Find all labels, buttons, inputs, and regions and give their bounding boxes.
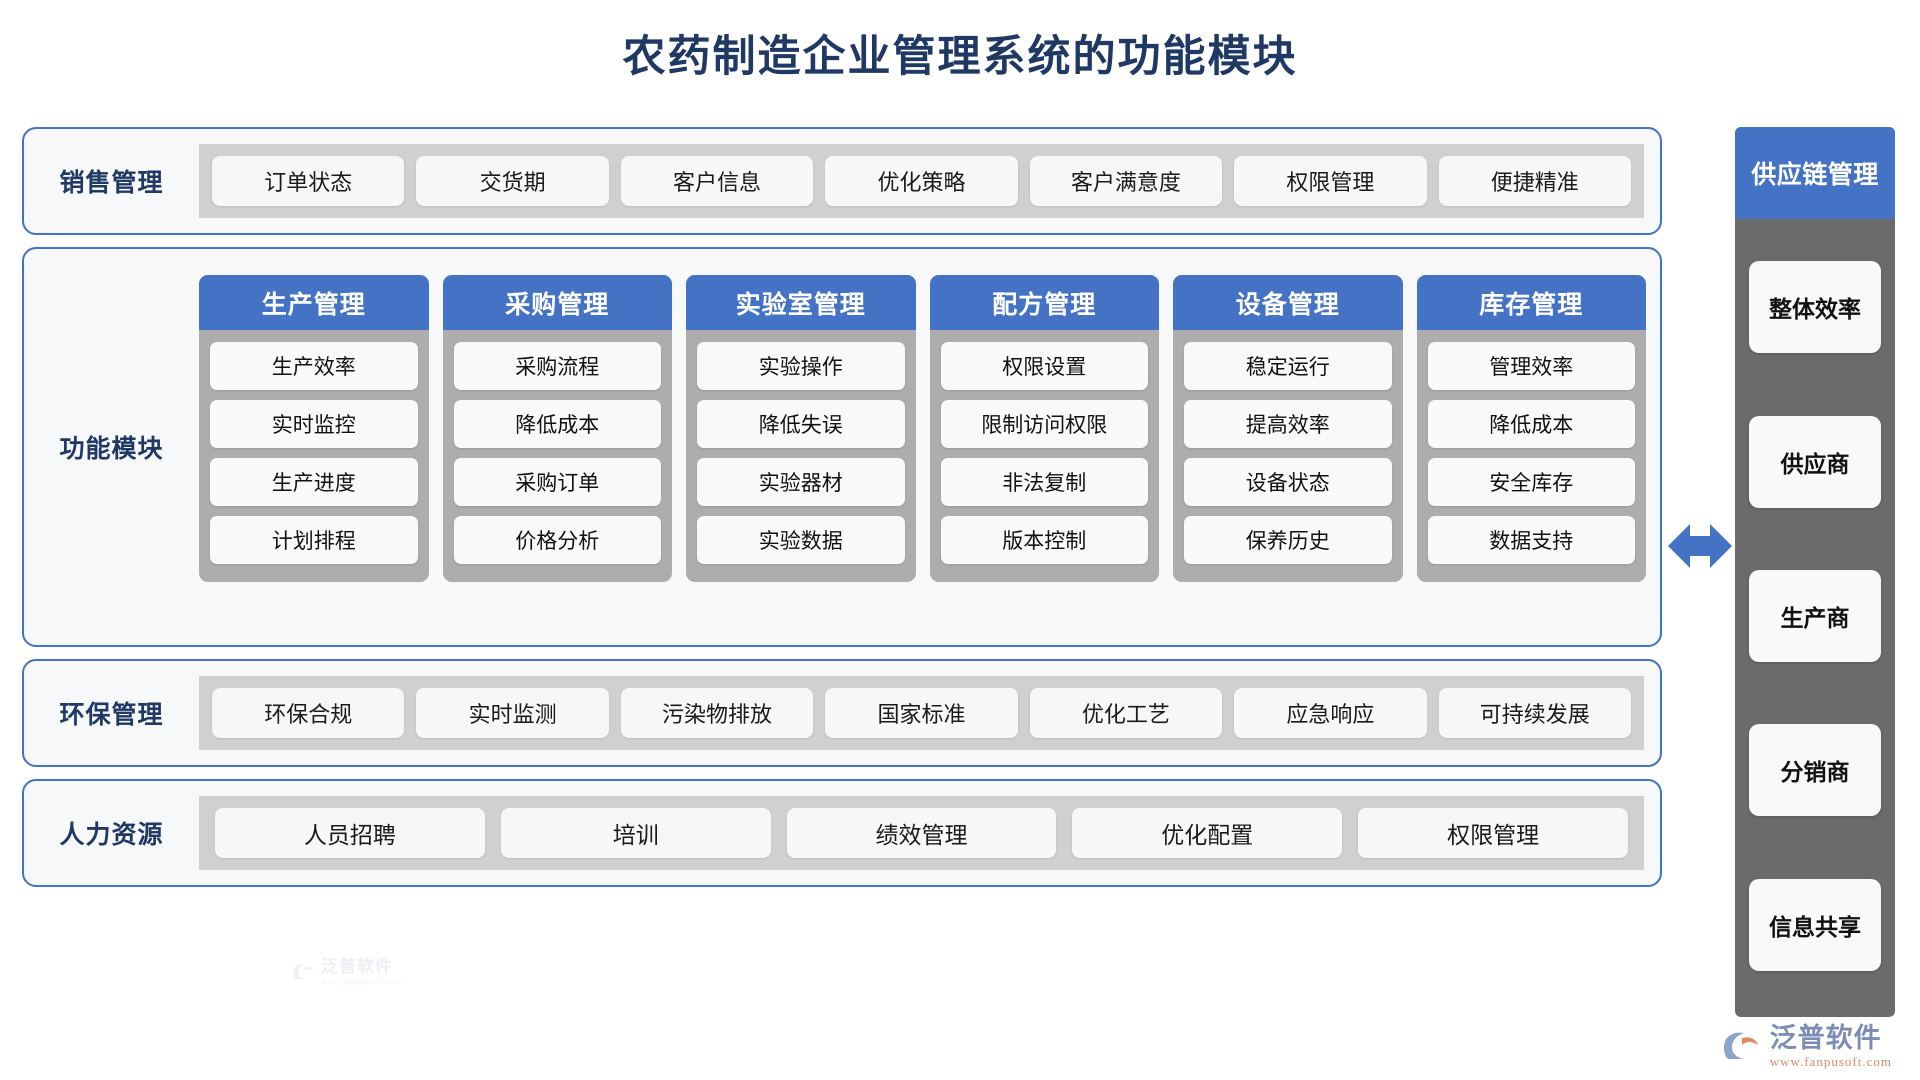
band-function-modules: 功能模块 生产管理 生产效率 实时监控 生产进度 计划排程 采购管理 采购流程 <box>22 247 1662 647</box>
supply-chain-item[interactable]: 整体效率 <box>1749 261 1881 354</box>
page-title: 农药制造企业管理系统的功能模块 <box>622 34 1298 81</box>
band-label-hr: 人力资源 <box>59 822 164 849</box>
environment-item[interactable]: 优化工艺 <box>1029 688 1223 738</box>
environment-item[interactable]: 环保合规 <box>212 688 405 738</box>
module-item[interactable]: 保养历史 <box>1184 516 1392 564</box>
supply-chain-column: 供应链管理 整体效率 供应商 生产商 分销商 信息共享 <box>1735 127 1895 1017</box>
module-header[interactable]: 采购管理 <box>442 275 672 330</box>
module-item[interactable]: 数据支持 <box>1427 516 1635 564</box>
fanpu-logo-icon <box>1722 1030 1762 1064</box>
watermark-text-wrap: 泛普软件 www.fanpusoft.com <box>321 958 403 986</box>
module-header[interactable]: 库存管理 <box>1416 275 1646 330</box>
module-column-laboratory: 实验室管理 实验操作 降低失误 实验器材 实验数据 <box>686 275 916 582</box>
module-columns-area: 生产管理 生产效率 实时监控 生产进度 计划排程 采购管理 采购流程 降低成本 … <box>199 249 1660 645</box>
module-item-list: 采购流程 降低成本 采购订单 价格分析 <box>443 330 673 582</box>
module-item[interactable]: 提高效率 <box>1184 400 1392 448</box>
module-item[interactable]: 生产进度 <box>210 458 418 506</box>
module-item[interactable]: 降低成本 <box>453 400 661 448</box>
sales-item[interactable]: 便捷精准 <box>1438 156 1631 206</box>
band-human-resources: 人力资源 人员招聘 培训 绩效管理 优化配置 权限管理 <box>22 779 1662 887</box>
watermark-logo-url: www.fanpusoft.com <box>321 977 403 986</box>
supply-chain-item[interactable]: 信息共享 <box>1749 878 1881 971</box>
sales-item[interactable]: 优化策略 <box>825 156 1018 206</box>
sales-item[interactable]: 交货期 <box>416 156 609 206</box>
environment-items-strip: 环保合规 实时监测 污染物排放 国家标准 优化工艺 应急响应 可持续发展 <box>199 676 1644 750</box>
main-diagram-column: 销售管理 订单状态 交货期 客户信息 优化策略 客户满意度 权限管理 便捷精准 … <box>22 127 1662 1017</box>
module-item[interactable]: 实验操作 <box>697 342 905 390</box>
module-item[interactable]: 生产效率 <box>210 342 418 390</box>
hr-item[interactable]: 培训 <box>500 808 771 858</box>
module-item[interactable]: 实验数据 <box>697 516 905 564</box>
band-sales-management: 销售管理 订单状态 交货期 客户信息 优化策略 客户满意度 权限管理 便捷精准 <box>22 127 1662 235</box>
band-label-function-modules: 功能模块 <box>59 436 164 463</box>
fanpu-logo-icon <box>292 962 316 982</box>
module-column-procurement: 采购管理 采购流程 降低成本 采购订单 价格分析 <box>442 275 673 582</box>
watermark-logo-name: 泛普软件 <box>321 957 393 976</box>
module-item[interactable]: 采购流程 <box>453 342 661 390</box>
module-item[interactable]: 非法复制 <box>940 458 1148 506</box>
band-label-environment: 环保管理 <box>59 702 164 729</box>
footer-logo-text-wrap: 泛普软件 www.fanpusoft.com <box>1769 1023 1892 1069</box>
band-environmental-management: 环保管理 环保合规 实时监测 污染物排放 国家标准 优化工艺 应急响应 可持续发… <box>22 659 1662 767</box>
module-column-inventory: 库存管理 管理效率 降低成本 安全库存 数据支持 <box>1416 275 1647 582</box>
supply-chain-item[interactable]: 供应商 <box>1749 415 1881 508</box>
supply-chain-item[interactable]: 生产商 <box>1749 569 1881 662</box>
environment-item[interactable]: 污染物排放 <box>620 688 814 738</box>
footer-logo: 泛普软件 www.fanpusoft.com <box>1722 1025 1892 1068</box>
watermark-logo: 泛普软件 www.fanpusoft.com <box>292 958 403 986</box>
module-item[interactable]: 版本控制 <box>940 516 1148 564</box>
module-item[interactable]: 安全库存 <box>1427 458 1635 506</box>
environment-item[interactable]: 实时监测 <box>416 688 609 738</box>
hr-item[interactable]: 优化配置 <box>1072 808 1343 858</box>
module-header[interactable]: 配方管理 <box>929 275 1159 330</box>
module-item-list: 实验操作 降低失误 实验器材 实验数据 <box>686 330 916 582</box>
sales-item[interactable]: 客户满意度 <box>1029 156 1223 206</box>
module-item[interactable]: 降低失误 <box>697 400 905 448</box>
band-label-sales: 销售管理 <box>59 170 164 197</box>
double-arrow-horizontal-icon <box>1668 518 1732 574</box>
module-item-list: 权限设置 限制访问权限 非法复制 版本控制 <box>930 330 1160 582</box>
sales-items-strip: 订单状态 交货期 客户信息 优化策略 客户满意度 权限管理 便捷精准 <box>199 144 1644 218</box>
module-item[interactable]: 限制访问权限 <box>940 400 1148 448</box>
module-item[interactable]: 实时监控 <box>210 400 418 448</box>
module-header[interactable]: 实验室管理 <box>686 275 916 330</box>
sales-item[interactable]: 权限管理 <box>1234 156 1427 206</box>
module-item[interactable]: 采购订单 <box>453 458 661 506</box>
module-item-list: 管理效率 降低成本 安全库存 数据支持 <box>1417 330 1647 582</box>
module-item[interactable]: 管理效率 <box>1427 342 1635 390</box>
supply-chain-header[interactable]: 供应链管理 <box>1735 127 1895 219</box>
hr-items-strip: 人员招聘 培训 绩效管理 优化配置 权限管理 <box>199 796 1644 870</box>
module-column-formula: 配方管理 权限设置 限制访问权限 非法复制 版本控制 <box>929 275 1160 582</box>
footer-logo-name: 泛普软件 <box>1769 1023 1882 1053</box>
module-item[interactable]: 稳定运行 <box>1184 342 1392 390</box>
module-header[interactable]: 生产管理 <box>199 275 429 330</box>
environment-item[interactable]: 可持续发展 <box>1438 688 1631 738</box>
module-item[interactable]: 价格分析 <box>453 516 661 564</box>
sales-item[interactable]: 订单状态 <box>212 156 405 206</box>
module-item[interactable]: 实验器材 <box>697 458 905 506</box>
module-item[interactable]: 设备状态 <box>1184 458 1392 506</box>
module-item[interactable]: 降低成本 <box>1427 400 1635 448</box>
environment-item[interactable]: 国家标准 <box>825 688 1018 738</box>
module-item[interactable]: 计划排程 <box>210 516 418 564</box>
supply-chain-item[interactable]: 分销商 <box>1749 724 1881 817</box>
module-column-equipment: 设备管理 稳定运行 提高效率 设备状态 保养历史 <box>1173 275 1403 582</box>
module-item[interactable]: 权限设置 <box>940 342 1148 390</box>
module-item-list: 稳定运行 提高效率 设备状态 保养历史 <box>1173 330 1403 582</box>
hr-item[interactable]: 权限管理 <box>1358 808 1628 858</box>
supply-chain-item-list: 整体效率 供应商 生产商 分销商 信息共享 <box>1735 219 1895 999</box>
hr-item[interactable]: 人员招聘 <box>215 808 485 858</box>
module-column-production: 生产管理 生产效率 实时监控 生产进度 计划排程 <box>199 275 429 582</box>
module-header[interactable]: 设备管理 <box>1173 275 1403 330</box>
footer-logo-url: www.fanpusoft.com <box>1769 1054 1892 1069</box>
hr-item[interactable]: 绩效管理 <box>786 808 1057 858</box>
environment-item[interactable]: 应急响应 <box>1234 688 1427 738</box>
module-item-list: 生产效率 实时监控 生产进度 计划排程 <box>199 330 429 582</box>
sales-item[interactable]: 客户信息 <box>620 156 814 206</box>
